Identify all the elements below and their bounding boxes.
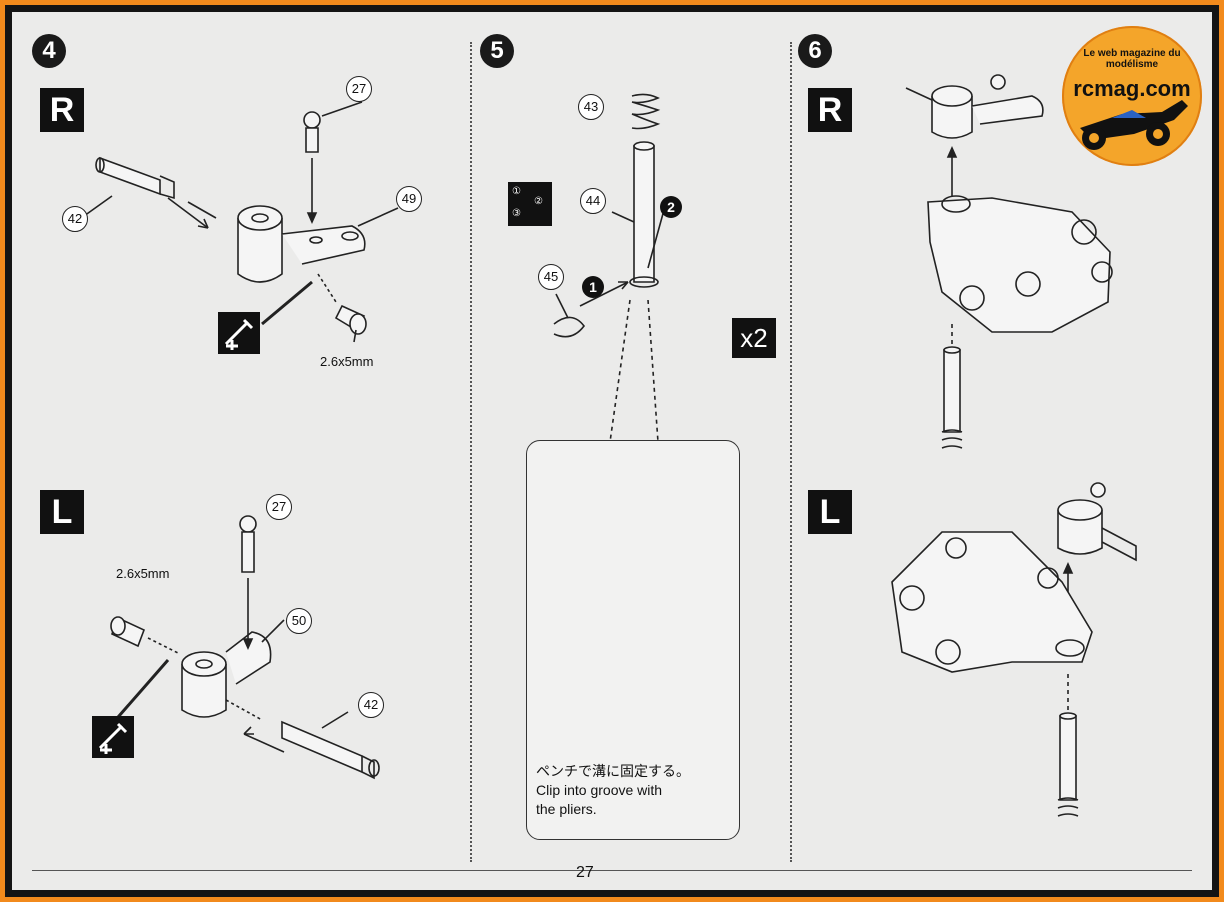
ball-27-left: [239, 515, 257, 650]
order-icon-step: ③: [512, 208, 521, 219]
screw-size-label: 2.6x5mm: [320, 354, 374, 369]
upright-50-assembled: [1057, 482, 1137, 562]
part-callout: 49: [396, 186, 422, 212]
screwdriver-icon: [92, 716, 134, 758]
arm-block-right: [927, 195, 1113, 333]
part-callout: 50: [286, 608, 312, 634]
part-callout: 27: [346, 76, 372, 102]
step4-right-label: R: [40, 88, 84, 132]
logo-tagline: Le web magazine du modélisme: [1083, 48, 1181, 70]
arm-block-left: [891, 531, 1093, 673]
rcmag-logo: Le web magazine du modélisme rcmag.com: [1062, 26, 1202, 166]
page-number: 27: [576, 864, 594, 881]
spring-43: [631, 93, 661, 130]
divider-right: [790, 42, 792, 862]
order-marker: 2: [660, 196, 682, 218]
part-callout: 44: [580, 188, 606, 214]
part-callout: 45: [538, 264, 564, 290]
upright-49-assembled: [905, 74, 1044, 139]
screw-size-label: 2.6x5mm: [116, 566, 170, 581]
divider-left: [470, 42, 472, 862]
step-4-number: 4: [32, 34, 66, 68]
rc-car-icon: [1080, 100, 1188, 150]
part-callout: 43: [578, 94, 604, 120]
step-6-number: 6: [798, 34, 832, 68]
step6-right-label: R: [808, 88, 852, 132]
part-callout: 27: [266, 494, 292, 520]
order-icon-step: ②: [534, 196, 543, 207]
upright-50: [181, 631, 272, 718]
screw-left: [110, 616, 181, 655]
screwdriver-icon: [218, 312, 260, 354]
kingpin-left: [1057, 712, 1079, 817]
step4-left-label: L: [40, 490, 84, 534]
quantity-badge: x2: [732, 318, 776, 358]
pin-44: [629, 141, 659, 288]
step6-left-label: L: [808, 490, 852, 534]
clip-45: [553, 316, 586, 338]
order-icon-step: ①: [512, 186, 521, 197]
kingpin-right: [941, 346, 963, 449]
shaft-42-right: [95, 156, 175, 200]
part-callout: 42: [62, 206, 88, 232]
ball-27-right: [303, 111, 321, 224]
caption-japanese: ペンチで溝に固定する。: [536, 763, 690, 779]
part-callout: 42: [358, 692, 384, 718]
upright-49: [237, 205, 366, 283]
caption-english-line1: Clip into groove with: [536, 782, 663, 798]
step-5-number: 5: [480, 34, 514, 68]
bottom-rule: [32, 870, 1192, 871]
screw-right: [317, 273, 367, 335]
caption-english-line2: the pliers.: [536, 801, 597, 817]
logo-title: rcmag.com: [1073, 76, 1191, 101]
order-icon: ① ② ③: [508, 182, 552, 226]
detail-inset: [526, 440, 740, 840]
order-marker: 1: [582, 276, 604, 298]
manual-page: 4 5 6 R L R L: [12, 12, 1212, 890]
shaft-42-left: [281, 720, 380, 780]
